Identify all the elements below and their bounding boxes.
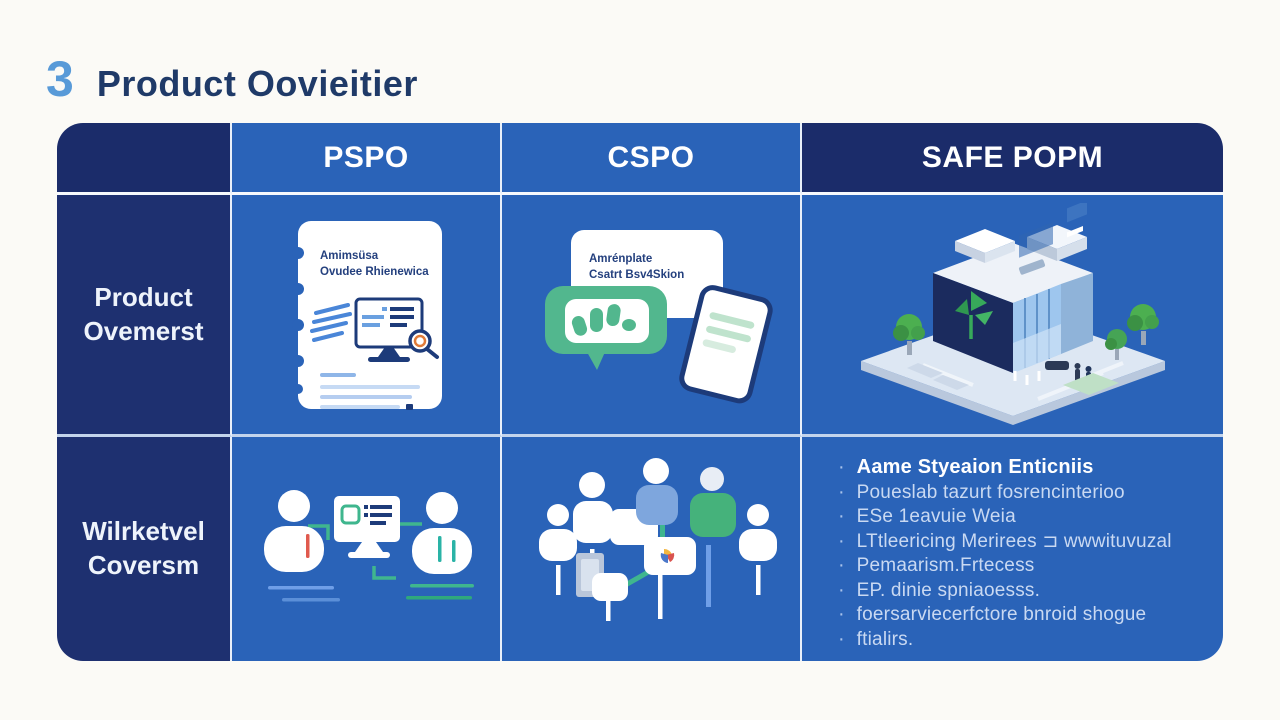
person-icon-green xyxy=(690,467,736,537)
people-group-illustration xyxy=(539,458,777,621)
list-item: · Pemaarism.Frtecess xyxy=(838,554,1035,577)
monitor-search-icon xyxy=(354,297,439,362)
bullet-icon: · xyxy=(838,578,845,601)
bullet-icon: · xyxy=(838,456,845,478)
safe-bullet-list: · Aame Styeaion Enticniis · Poueslab taz… xyxy=(802,437,1223,650)
bullet-icon: · xyxy=(838,603,845,625)
column-header-label: CSPO xyxy=(607,140,695,174)
bullet-icon: · xyxy=(838,627,845,650)
two-people-monitor-illustration xyxy=(264,490,474,602)
paper-stack-icon xyxy=(310,302,352,342)
cell-safe-overview xyxy=(802,195,1223,437)
bullet-icon: · xyxy=(838,505,845,527)
chart-bubble-icon xyxy=(644,537,696,575)
cell-pspo-workload xyxy=(232,437,502,661)
list-item: · Poueslab tazurt fosrencinterioo xyxy=(838,480,1125,503)
underline-strokes xyxy=(268,584,474,602)
cell-safe-workload: · Aame Styeaion Enticniis · Poueslab taz… xyxy=(802,437,1223,661)
list-item: · ftialirs. xyxy=(838,627,914,650)
comparison-table: PSPO CSPO SAFE POPM Product Ovemerst xyxy=(57,123,1223,661)
header-cspo: CSPO xyxy=(502,123,802,195)
book-title-line2: Ovudee Rhienewica xyxy=(320,266,429,278)
header-safe-popm: SAFE POPM xyxy=(802,123,1223,195)
slide-number: 3 xyxy=(46,51,75,107)
cell-cspo-overview: Amrénplate Csatrt Bsv4Skion xyxy=(502,195,802,437)
person-icon xyxy=(412,492,472,574)
list-item: · Aame Styeaion Enticniis xyxy=(838,456,1094,478)
text-lines xyxy=(320,372,420,410)
card-title-line1: Amrénplate xyxy=(589,253,652,265)
list-item: · EP. dinie spniaoesss. xyxy=(838,578,1041,601)
bullet-icon: · xyxy=(838,480,845,503)
person-icon xyxy=(739,504,777,561)
slide-title: 3 Product Oovieitier xyxy=(46,50,418,108)
speech-bubble-icon xyxy=(592,573,628,601)
page-title: Product Oovieitier xyxy=(96,63,418,104)
monitor-icon xyxy=(334,496,400,558)
row-label-text: Wilrketvel Coversm xyxy=(82,516,205,580)
list-item: · ESe 1eavuie Weia xyxy=(838,505,1016,528)
person-icon xyxy=(573,472,613,543)
cell-cspo-workload xyxy=(502,437,802,661)
rooftop-units xyxy=(954,224,1087,275)
tiny-figures xyxy=(1044,360,1119,395)
column-header-label: PSPO xyxy=(323,140,409,174)
isometric-building-illustration xyxy=(860,202,1165,425)
row-label-workload: Wilrketvel Coversm xyxy=(57,437,232,661)
bullet-icon: · xyxy=(838,554,845,576)
tablet-icon xyxy=(679,284,773,403)
tree-icon xyxy=(1126,303,1159,345)
column-header-label: SAFE POPM xyxy=(921,140,1104,174)
tree-icon xyxy=(1104,328,1127,360)
row-label-text: Product Ovemerst xyxy=(83,281,204,346)
person-icon xyxy=(264,490,324,572)
row-label-product-overview: Product Ovemerst xyxy=(57,195,232,437)
cell-pspo-overview: Amimsüsa Ovudee Rhienewica xyxy=(232,195,502,437)
header-pspo: PSPO xyxy=(232,123,502,195)
person-icon xyxy=(539,504,577,561)
bullet-icon: · xyxy=(838,529,845,552)
green-logo xyxy=(954,290,993,339)
cspo-card-illustration: Amrénplate Csatrt Bsv4Skion xyxy=(545,229,773,403)
speech-bubble-icon xyxy=(545,285,667,370)
card-title-line2: Csatrt Bsv4Skion xyxy=(589,269,684,281)
tree-icon xyxy=(892,313,925,355)
person-icon-blue xyxy=(636,458,678,539)
header-empty-cell xyxy=(57,123,232,195)
list-item: · LTtleericing Merirees ⊐ wwwituvuzal xyxy=(838,529,1172,552)
guide-book-illustration: Amimsüsa Ovudee Rhienewica xyxy=(292,220,442,410)
list-item: · foersarviecerfctore bnroid shogue xyxy=(838,603,1147,626)
book-title-line1: Amimsüsa xyxy=(320,250,379,262)
